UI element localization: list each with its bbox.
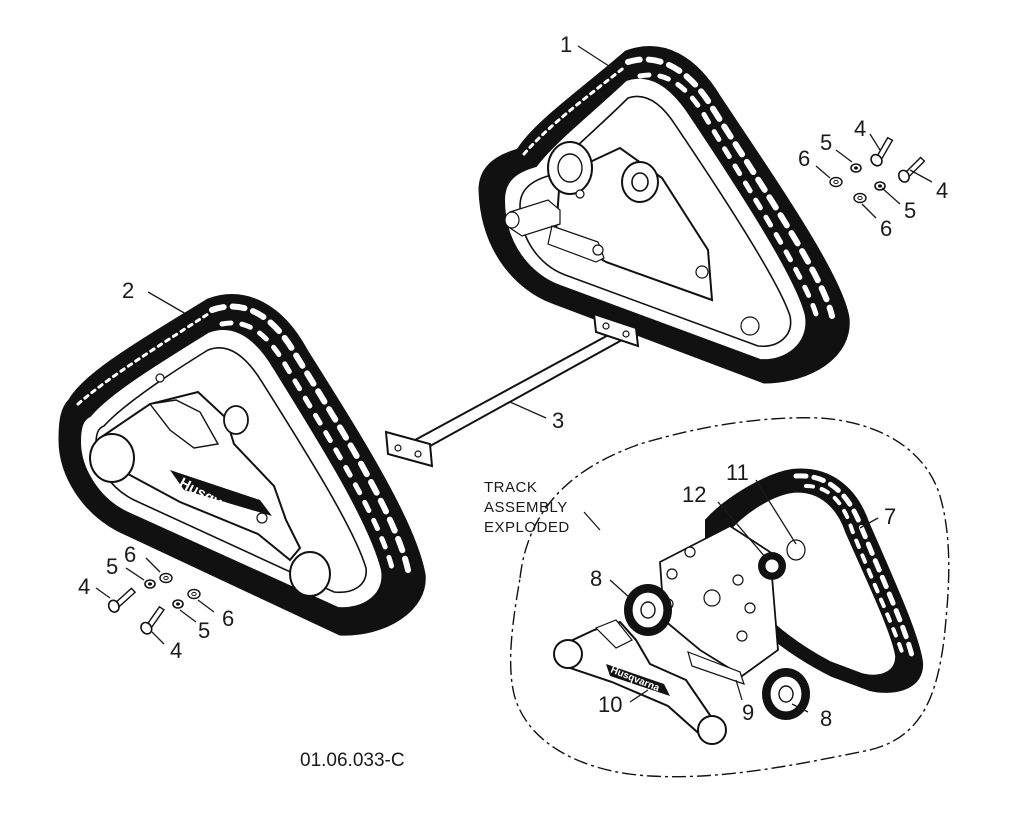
callout-1: 1 — [560, 32, 572, 57]
callout-3: 3 — [552, 408, 564, 433]
callout-4c: 4 — [78, 574, 90, 599]
callout-4d: 4 — [170, 638, 182, 663]
callout-11: 11 — [726, 460, 749, 485]
callout-4a: 4 — [854, 116, 866, 141]
callout-8a: 8 — [590, 566, 602, 591]
track-assembly-2: Husqvarna — [58, 294, 426, 636]
callout-10: 10 — [598, 692, 622, 717]
callout-labels: 1 2 3 4 4 5 5 6 6 4 4 5 5 6 6 7 8 8 9 10… — [78, 32, 948, 731]
callout-6a: 6 — [798, 146, 810, 171]
callout-12: 12 — [682, 482, 706, 507]
callout-5d: 5 — [198, 618, 210, 643]
callout-5a: 5 — [820, 130, 832, 155]
callout-6d: 6 — [222, 606, 234, 631]
hardware-left — [104, 572, 201, 637]
note-line-1: TRACK — [484, 479, 537, 496]
callout-9: 9 — [742, 700, 754, 725]
note-line-3: EXPLODED — [484, 519, 570, 536]
track-assembly-1 — [478, 46, 850, 384]
exploded-note: TRACK ASSEMBLY EXPLODED — [484, 479, 570, 536]
callout-4b: 4 — [936, 178, 948, 203]
note-line-2: ASSEMBLY — [484, 499, 568, 516]
axle-bar — [384, 312, 640, 468]
figure-code: 01.06.033-C — [300, 750, 405, 771]
leader-lines — [95, 45, 933, 713]
callout-2: 2 — [122, 278, 134, 303]
callout-8b: 8 — [820, 706, 832, 731]
exploded-view: Husqvarna — [509, 417, 950, 778]
callout-5c: 5 — [106, 554, 118, 579]
callout-6c: 6 — [124, 542, 136, 567]
exploded-boundary — [509, 417, 950, 778]
hardware-right — [829, 135, 930, 204]
callout-6b: 6 — [880, 216, 892, 241]
callout-7: 7 — [884, 504, 896, 529]
callout-5b: 5 — [904, 198, 916, 223]
